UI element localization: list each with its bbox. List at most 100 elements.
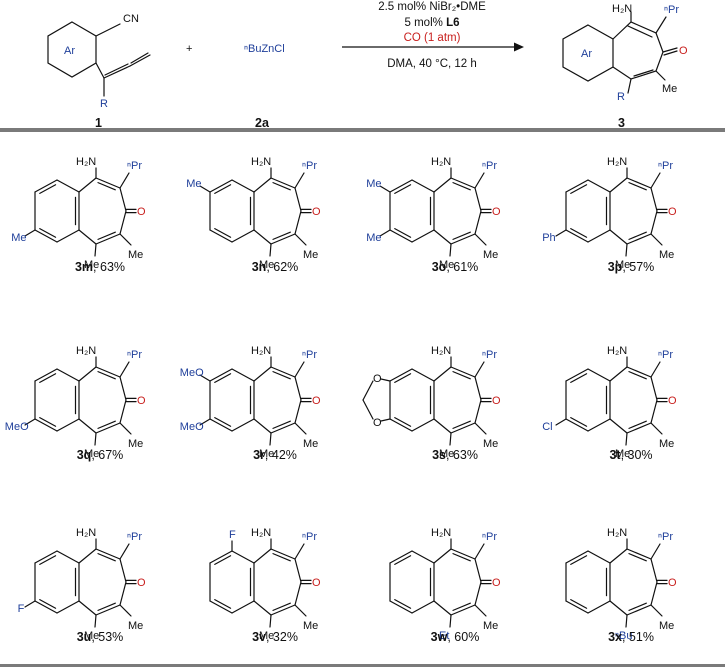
compound-yield: , 51% [622,630,654,644]
tropone-bond [433,366,452,382]
carbonyl-oxygen: O [137,206,146,218]
benzene-bond [34,600,58,614]
conditions-ligand: 5 mol% L6 [405,17,460,29]
tropone-bond [270,366,296,378]
c5-substituent: Me [439,448,454,460]
product-3-nh2: H₂N [612,3,632,15]
tropone-bond [474,558,482,583]
benzene-double-bond [214,417,232,427]
benzene-bond [209,179,233,193]
c5-substituent-bond [269,614,272,628]
compound-id: 3u [77,630,92,644]
c5-substituent-bond [269,243,272,257]
product-caption: 3m, 63% [75,260,125,274]
tropone-bond [433,418,452,434]
tropone-double-bond [628,231,647,240]
tropone-double-bond [452,553,471,562]
product-caption: 3v, 32% [252,630,298,644]
tropone-bond [270,548,296,560]
compound-id: 3r [253,448,265,462]
c5-substituent-bond [94,243,97,257]
amino-group: H₂N [431,345,451,357]
aryl-substituent-meo: MeO [180,421,204,433]
compound-id: 3v [252,630,266,644]
c5-substituent-bond [449,614,452,628]
dioxole-bond [380,418,391,422]
conditions-catalyst: 2.5 mol% NiBr₂•DME [378,1,486,13]
propyl-bond [474,172,485,189]
c5-substituent: Me [259,259,274,271]
benzene-bond [231,179,255,193]
product-caption: 3o, 61% [432,260,479,274]
benzene-double-bond [570,373,588,383]
product-caption: 3t, 30% [609,448,652,462]
tropone-bond [253,366,272,382]
n-propyl-group: ⁿPr [658,531,673,543]
compound-yield: , 57% [622,260,654,274]
tropone-bond [433,177,452,193]
benzene-bond [411,179,435,193]
benzene-bond [56,550,80,564]
tropone-double-bond [97,602,116,611]
benzene-bond [565,229,589,243]
benzene-bond [389,179,413,193]
compound-yield: , 61% [446,260,478,274]
propyl-bond [650,172,661,189]
benzene-bond [209,368,233,382]
compound-id: 3m [75,260,93,274]
benzene-bond [587,179,611,193]
c5-substituent: Me [439,259,454,271]
tropone-bond [450,422,476,434]
tropone-bond [95,177,121,189]
amino-group: H₂N [76,527,96,539]
tropone-double-bond [452,182,471,191]
tropone-double-bond [452,602,471,611]
tropone-double-bond [628,602,647,611]
tropone-bond [78,548,97,564]
tropone-bond [626,233,652,245]
tropone-bond [474,187,482,212]
product-caption: 3n, 62% [252,260,299,274]
dioxole-oxygen: O [373,373,382,385]
tropone-double-bond [97,371,116,380]
aryl-substituent-f: F [18,603,25,615]
tropone-double-bond [272,231,291,240]
benzene-bond [565,418,589,432]
benzene-double-bond [570,417,588,427]
tropone-bond [95,604,121,616]
tropone-bond [650,210,658,235]
benzene-bond [34,179,58,193]
compound-id: 3q [77,448,92,462]
tropone-double-bond [97,420,116,429]
aryl-substituent-bond [379,229,391,237]
aryl-substituent-me: Me [366,232,381,244]
carbonyl-oxygen: O [312,577,321,589]
compound-yield: , 63% [446,448,478,462]
aryl-substituent-f: F [229,529,236,541]
tropone-bond [650,558,658,583]
product-caption: 3x, 51% [608,630,654,644]
aryl-substituent-bond [199,185,211,193]
propyl-bond [650,543,661,560]
top-divider [0,128,725,132]
tropone-bond [78,418,97,434]
tropone-bond [650,581,658,606]
benzene-bond [231,600,255,614]
product-caption: 3u, 53% [77,630,124,644]
methyl-bond [474,604,487,617]
amino-group: H₂N [251,156,271,168]
benzene-bond [34,550,58,564]
tropone-bond [78,600,97,616]
methyl-bond [650,233,663,246]
product-3-me: Me [662,83,677,95]
benzene-bond [231,368,255,382]
benzene-double-bond [394,184,412,194]
benzene-bond [587,600,611,614]
carbonyl-oxygen: O [668,577,677,589]
tropone-bond [78,229,97,245]
reagent-2-label: 2a [255,116,270,130]
